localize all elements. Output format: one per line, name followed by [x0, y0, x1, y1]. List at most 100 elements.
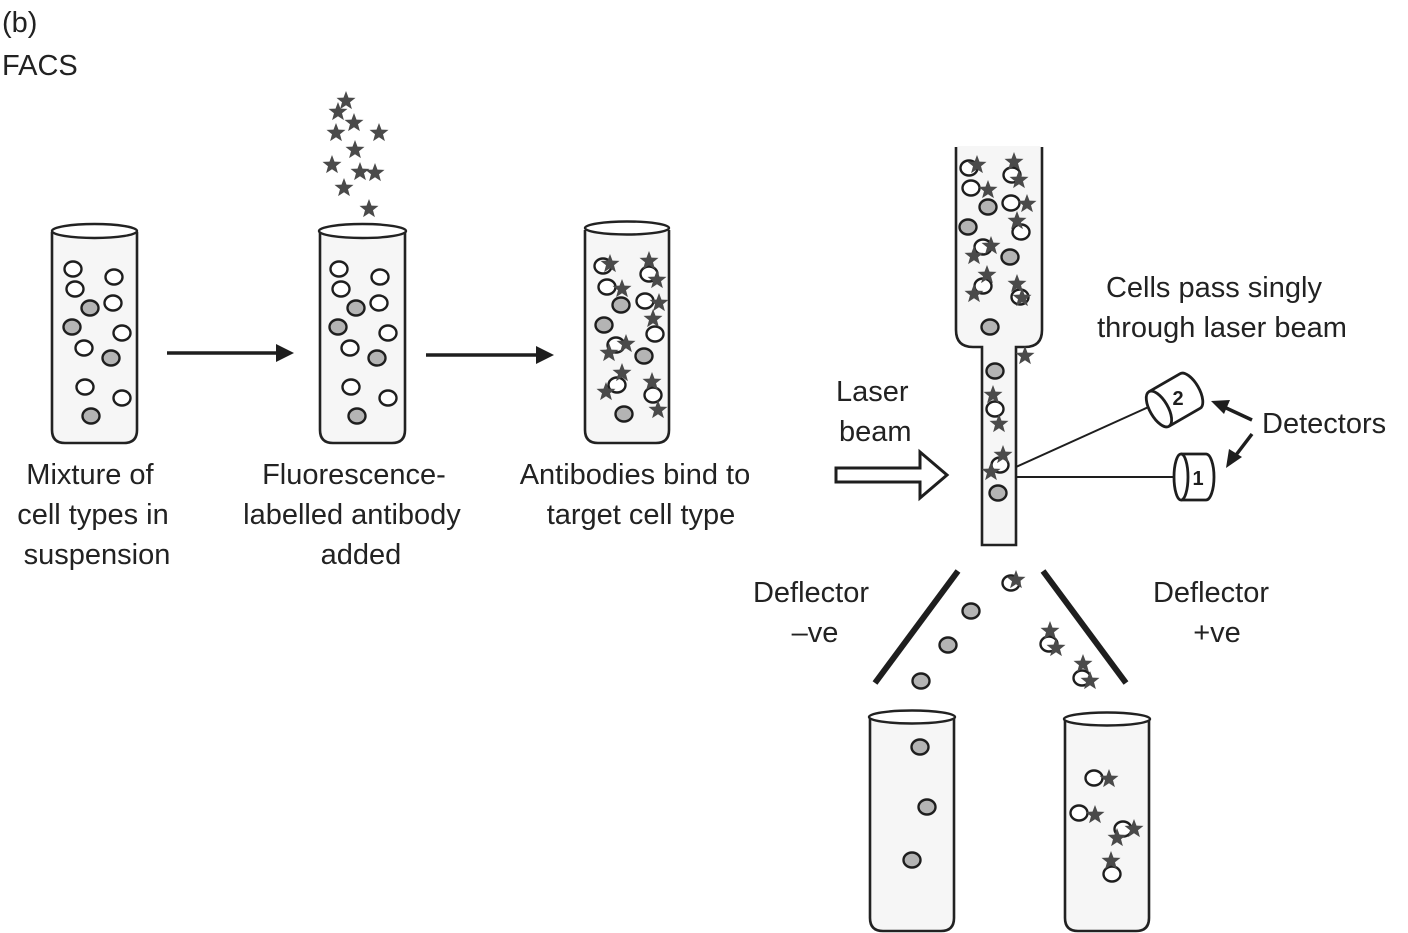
- antibody-star: [616, 334, 636, 353]
- antibody-star: [600, 254, 620, 273]
- cells-pass-label: Cells pass singly through laser beam: [1097, 272, 1347, 344]
- open-cell: [75, 378, 95, 396]
- antibody-star: [649, 293, 669, 312]
- grey-cell: [902, 851, 922, 869]
- antibody-star: [1009, 170, 1029, 189]
- antibody-star: [350, 162, 370, 181]
- grey-cell: [101, 349, 121, 367]
- open-cell: [607, 376, 627, 394]
- antibody-star: [336, 91, 356, 110]
- grey-cell: [958, 218, 978, 236]
- antibody-star: [647, 270, 667, 289]
- antibody-star: [369, 123, 389, 142]
- antibody-star: [365, 163, 385, 182]
- tube-antibody-added: [317, 222, 408, 445]
- antibody-star: [639, 251, 659, 270]
- flow-cell-nozzle: [954, 146, 1044, 547]
- tube-mixture-contents: [62, 260, 132, 425]
- antibody-star: [1007, 274, 1027, 293]
- deflector-plate-positive: [1040, 569, 1129, 685]
- antibody-star: [344, 113, 364, 132]
- open-cell: [369, 294, 389, 312]
- antibody-star: [1012, 288, 1032, 307]
- antibody-star: [648, 400, 668, 419]
- grey-cell: [367, 349, 387, 367]
- deflector-negative-label: Deflector –ve: [753, 577, 877, 649]
- antibody-star: [328, 102, 348, 121]
- antibody-star: [983, 385, 1003, 404]
- tube-rim: [317, 222, 408, 240]
- grey-cell: [594, 316, 614, 334]
- detector-1: 1: [1172, 452, 1216, 502]
- antibody-star: [1107, 828, 1127, 847]
- antibody-star: [967, 155, 987, 174]
- open-cell: [340, 339, 360, 357]
- grey-cell: [917, 798, 937, 816]
- antibody-star: [1040, 621, 1060, 640]
- grey-cell: [978, 198, 998, 216]
- grey-cell: [961, 602, 981, 620]
- grey-cell: [62, 318, 82, 336]
- antibody-star: [1099, 769, 1119, 788]
- antibody-star: [596, 382, 616, 401]
- signal-line-detector-2: [1015, 404, 1154, 468]
- laser-beam-label: Laser beam: [836, 376, 917, 448]
- grey-cell: [985, 362, 1005, 380]
- open-cell: [1084, 769, 1104, 787]
- open-cell: [1001, 194, 1021, 212]
- antibody-star: [345, 140, 365, 159]
- detectors-pointer-arrows: [1211, 400, 1254, 468]
- open-cell: [104, 268, 124, 286]
- open-cell: [103, 294, 123, 312]
- antibody-star: [1085, 805, 1105, 824]
- open-cell: [643, 386, 663, 404]
- open-cell: [1069, 804, 1089, 822]
- antibody-star: [1046, 638, 1066, 657]
- tube-rim: [867, 709, 957, 725]
- open-cell: [1102, 865, 1122, 883]
- open-cell: [645, 325, 665, 343]
- tube-antibodies-bind-contents: [593, 251, 669, 423]
- antibody-star: [1101, 851, 1121, 870]
- tube-antibody-added-contents: [328, 260, 398, 425]
- open-cell: [63, 260, 83, 278]
- antibody-star: [322, 155, 342, 174]
- process-arrow-2: [426, 346, 554, 364]
- antibody-star: [989, 414, 1009, 433]
- grey-cell: [938, 636, 958, 654]
- panel-label: (b): [2, 7, 37, 39]
- open-cell: [961, 179, 981, 197]
- antibody-star: [612, 363, 632, 382]
- open-cell: [331, 280, 351, 298]
- grey-cell: [980, 318, 1000, 336]
- open-cell: [378, 324, 398, 342]
- antibody-star: [1007, 211, 1027, 230]
- antibody-star: [1017, 194, 1037, 213]
- collection-tube-negative-contents: [902, 738, 937, 869]
- antibody-star: [977, 265, 997, 284]
- step-label-antibody-added: Fluorescence- labelled antibody added: [243, 459, 469, 571]
- antibody-star: [964, 284, 984, 303]
- antibody-star: [1080, 671, 1100, 690]
- collection-tube-negative: [867, 709, 957, 933]
- detector-1-number: 1: [1192, 468, 1203, 490]
- grey-cell: [346, 299, 366, 317]
- laser-beam-arrow: [834, 448, 950, 502]
- tube-mixture: [50, 222, 139, 445]
- antibody-star: [981, 236, 1001, 255]
- open-cell: [341, 378, 361, 396]
- open-cell: [597, 278, 617, 296]
- grey-cell: [614, 405, 634, 423]
- grey-cell: [910, 738, 930, 756]
- grey-cell: [347, 407, 367, 425]
- figure-title: FACS: [2, 50, 78, 82]
- nozzle-contents: [958, 152, 1037, 502]
- antibody-star: [1006, 570, 1026, 589]
- open-cell: [378, 389, 398, 407]
- antibody-star: [1124, 819, 1144, 838]
- detector-2: 2: [1144, 371, 1205, 429]
- grey-cell: [81, 407, 101, 425]
- antibody-star: [643, 309, 663, 328]
- antibody-star: [993, 445, 1013, 464]
- open-cell: [74, 339, 94, 357]
